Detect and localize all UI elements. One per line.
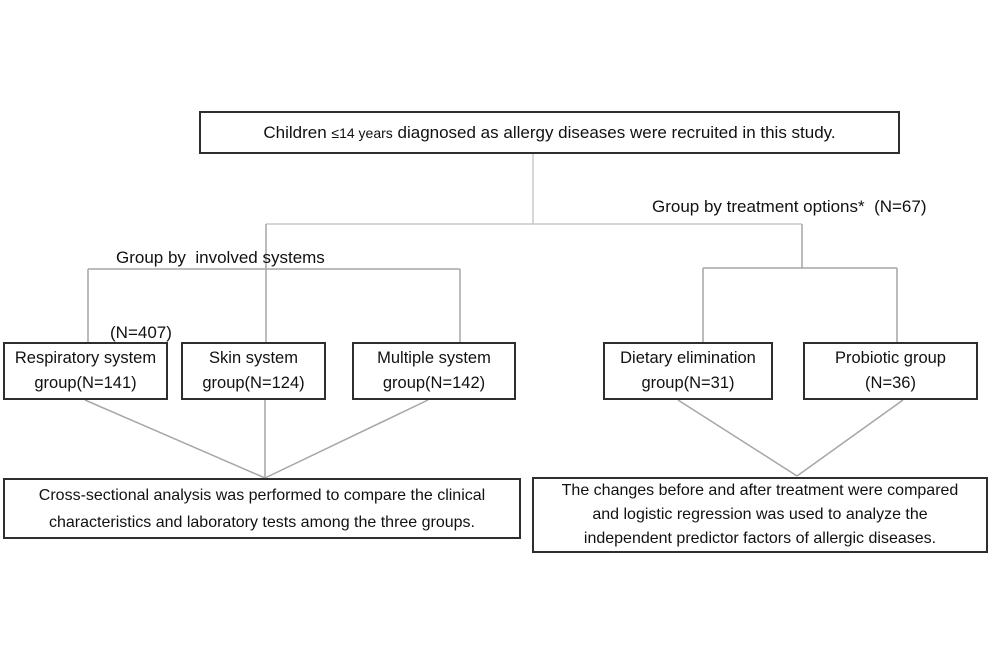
skin-system-group-box: Skin system group(N=124) [181, 342, 326, 400]
probiotic-group-box: Probiotic group (N=36) [803, 342, 978, 400]
group-label-involved-systems: Group by involved systems (N=407) [110, 195, 325, 395]
respiratory-system-group-box: Respiratory system group(N=141) [3, 342, 168, 400]
group-label-involved-systems-line1: Group by involved systems [116, 248, 325, 267]
connector-dietary-converge [677, 399, 798, 477]
respiratory-box-line2: group(N=141) [34, 374, 137, 392]
cross-sectional-line2: characteristics and laboratory tests amo… [49, 513, 475, 531]
treatment-analysis-line2: and logistic regression was used to anal… [592, 506, 928, 523]
probiotic-box-line1: Probiotic group [835, 349, 946, 367]
dietary-box-line1: Dietary elimination [620, 349, 756, 367]
recruitment-box: Children ≤14 years diagnosed as allergy … [199, 111, 900, 154]
recruitment-text-prefix: Children [263, 122, 332, 142]
cross-sectional-line1: Cross-sectional analysis was performed t… [38, 486, 486, 504]
group-label-involved-systems-count: (N=407) [110, 323, 172, 342]
treatment-analysis-line1: The changes before and after treatment w… [561, 482, 959, 499]
probiotic-box-line2: (N=36) [865, 374, 916, 392]
respiratory-box-line1: Respiratory system [14, 349, 157, 367]
skin-box-line1: Skin system [209, 349, 298, 367]
recruitment-text-suffix: diagnosed as allergy diseases were recru… [392, 122, 836, 142]
treatment-analysis-box: The changes before and after treatment w… [532, 477, 988, 553]
multiple-system-group-box: Multiple system group(N=142) [352, 342, 516, 400]
treatment-analysis-line3: independent predictor factors of allergi… [583, 530, 937, 547]
recruitment-text-age: ≤14 years [331, 124, 393, 141]
dietary-box-line2: group(N=31) [641, 374, 735, 392]
skin-box-line2: group(N=124) [202, 374, 305, 392]
dietary-elimination-group-box: Dietary elimination group(N=31) [603, 342, 773, 400]
connector-probiotic-converge [796, 399, 904, 477]
group-label-treatment-options: Group by treatment options* (N=67) [652, 197, 927, 216]
multiple-box-line1: Multiple system [377, 349, 491, 367]
connector-multiple-converge [264, 399, 429, 479]
cross-sectional-analysis-box: Cross-sectional analysis was performed t… [3, 478, 521, 539]
multiple-box-line2: group(N=142) [382, 374, 486, 392]
connector-respiratory-converge [84, 399, 266, 479]
